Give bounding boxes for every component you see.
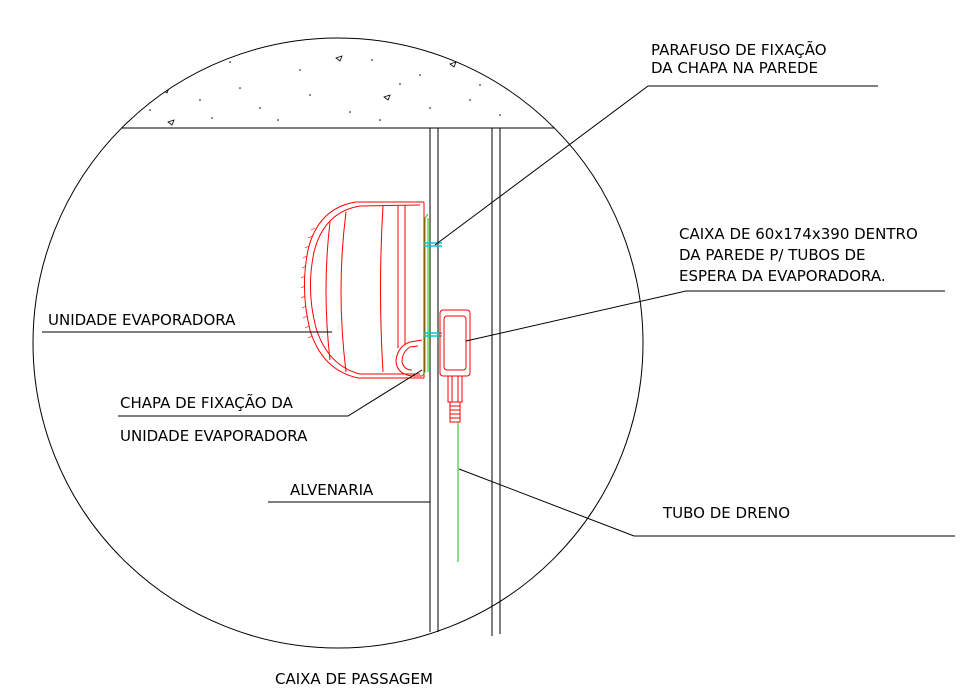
label-box-line3: ESPERA DA EVAPORADORA.: [679, 267, 886, 285]
detail-circle: [32, 37, 644, 649]
label-box-line2: DA PAREDE P/ TUBOS DE: [679, 246, 866, 264]
label-screw-line2: DA CHAPA NA PAREDE: [651, 59, 818, 77]
masonry-wall: [429, 128, 501, 636]
evaporator-unit: [300, 201, 425, 379]
label-drain: TUBO DE DRENO: [662, 504, 790, 522]
label-screw-line1: PARAFUSO DE FIXAÇÃO: [651, 40, 827, 59]
junction-box: [439, 309, 471, 423]
label-box-line1: CAIXA DE 60x174x390 DENTRO: [679, 225, 918, 243]
label-evaporator: UNIDADE EVAPORADORA: [48, 311, 236, 329]
label-plate-line1: CHAPA DE FIXAÇÃO DA: [120, 393, 294, 412]
label-plate-line2: UNIDADE EVAPORADORA: [120, 427, 308, 445]
drawing-title: CAIXA DE PASSAGEM: [275, 670, 433, 688]
screw-marks: [424, 242, 442, 337]
leader-lines: [42, 85, 955, 537]
mounting-plate: [421, 213, 429, 377]
label-masonry: ALVENARIA: [290, 481, 374, 499]
concrete-slab: [33, 55, 643, 129]
